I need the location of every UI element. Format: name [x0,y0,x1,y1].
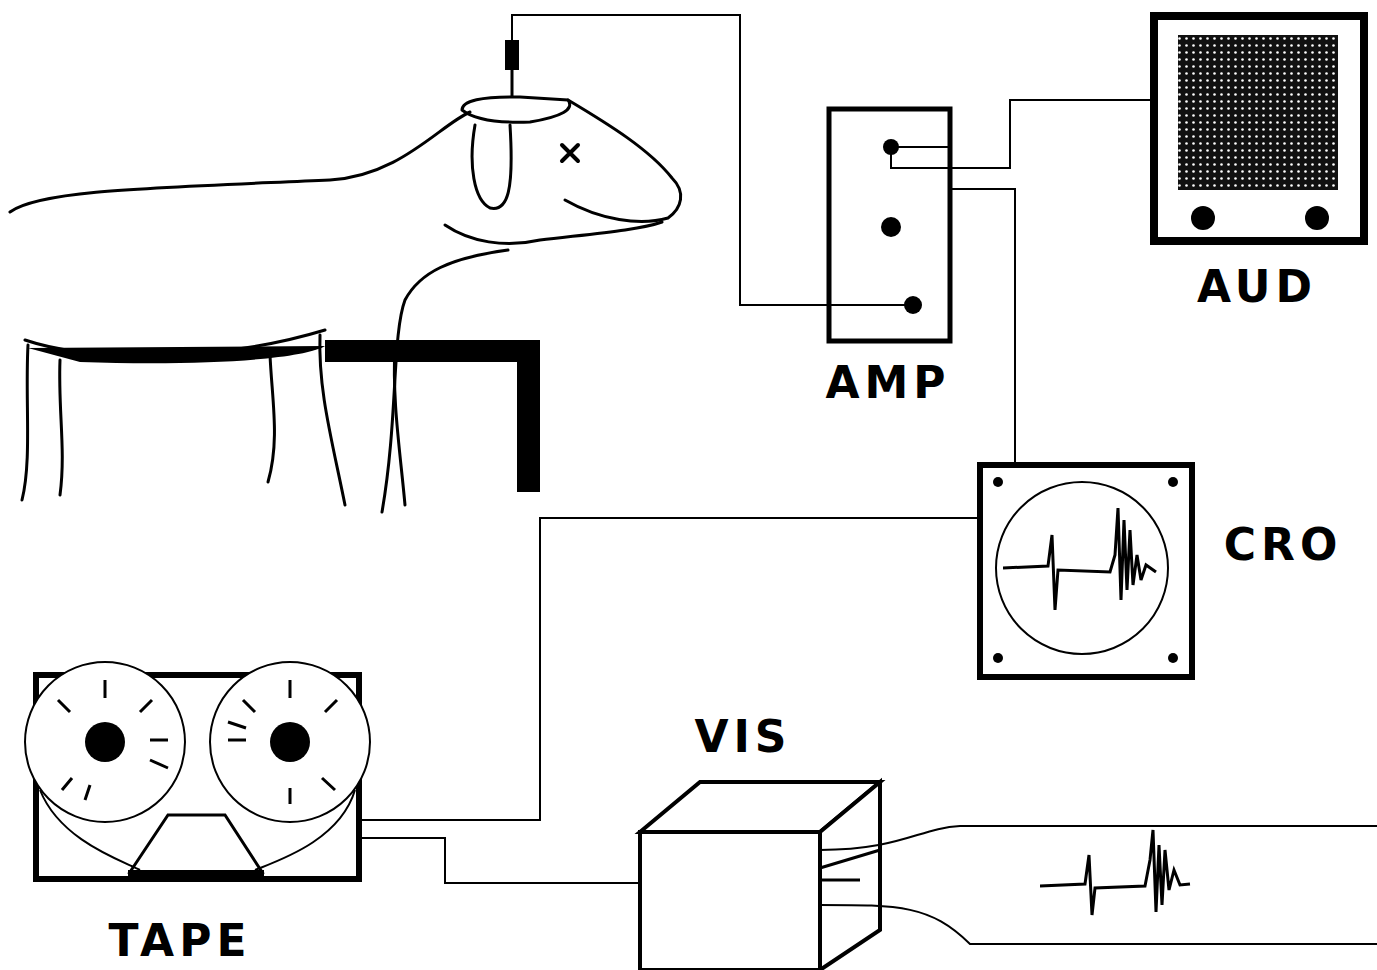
signal-wire [362,838,640,883]
signal-wire [952,189,1015,462]
tape-recorder: TAPE [33,672,362,882]
audio-monitor: AUD [1150,12,1368,245]
device-label: CRO [1224,520,1343,571]
visicorder: VIS [640,832,820,970]
device-label: TAPE [109,916,252,967]
oscilloscope: CRO [977,462,1195,680]
device-label: VIS [694,712,791,763]
signal-wire [952,100,1150,168]
amplifier: AMP [827,107,952,343]
sheep [10,97,681,512]
device-label: AUD [1197,262,1317,313]
reel-marks [58,680,337,804]
device-label: AMP [825,358,950,409]
signal-wire [362,518,977,820]
